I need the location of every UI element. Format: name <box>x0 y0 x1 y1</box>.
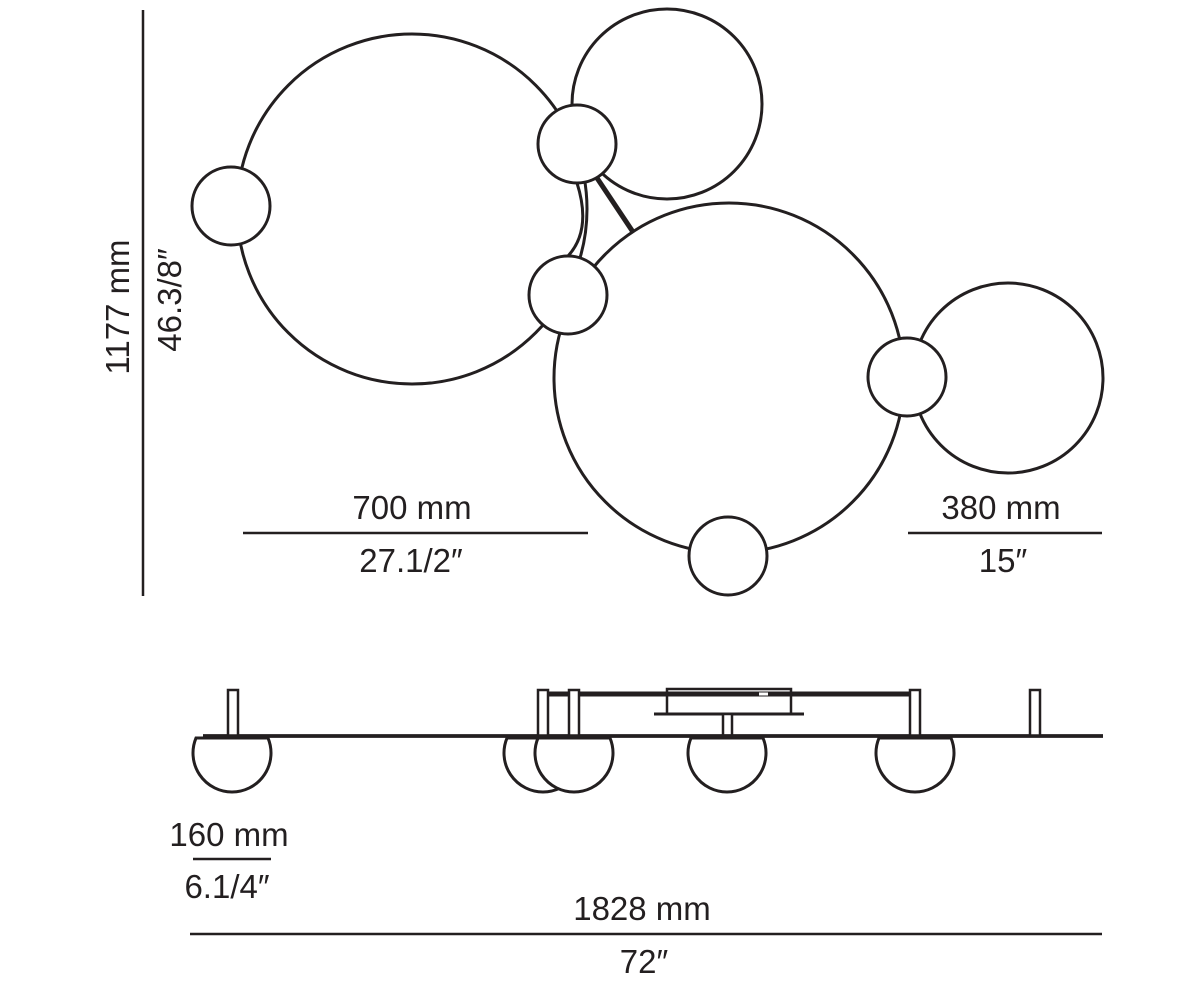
height-imperial-label: 46.3/8″ <box>151 248 188 352</box>
side-globe <box>533 736 615 794</box>
side-globe <box>686 736 768 794</box>
globe <box>866 336 948 418</box>
front-view <box>141 7 1105 597</box>
connector-rod <box>594 176 636 234</box>
side-view <box>190 687 1103 936</box>
large-ring-imperial-label: 27.1/2″ <box>359 542 463 579</box>
large-ring-metric-label: 700 mm <box>352 489 471 526</box>
canopy-stem <box>721 712 734 738</box>
small-ring-metric-label: 380 mm <box>941 489 1060 526</box>
post <box>908 688 922 738</box>
side-globe <box>191 736 273 794</box>
globe <box>536 103 618 185</box>
small-ring-imperial-label: 15″ <box>979 542 1028 579</box>
globe <box>190 165 272 247</box>
post <box>567 688 581 738</box>
post <box>1028 688 1042 738</box>
post <box>226 688 240 738</box>
side-globe <box>874 736 956 794</box>
total-width-metric-label: 1828 mm <box>573 890 711 927</box>
height-metric-label: 1177 mm <box>99 239 136 374</box>
globe-imperial-label: 6.1/4″ <box>184 868 269 905</box>
large-ring-right <box>552 201 906 555</box>
large-ring-left <box>235 32 589 386</box>
globe <box>527 254 609 336</box>
globe <box>687 515 769 597</box>
post <box>536 688 550 738</box>
ring-arc-connector <box>566 182 585 258</box>
globe-metric-label: 160 mm <box>169 816 288 853</box>
total-width-imperial-label: 72″ <box>620 943 669 980</box>
